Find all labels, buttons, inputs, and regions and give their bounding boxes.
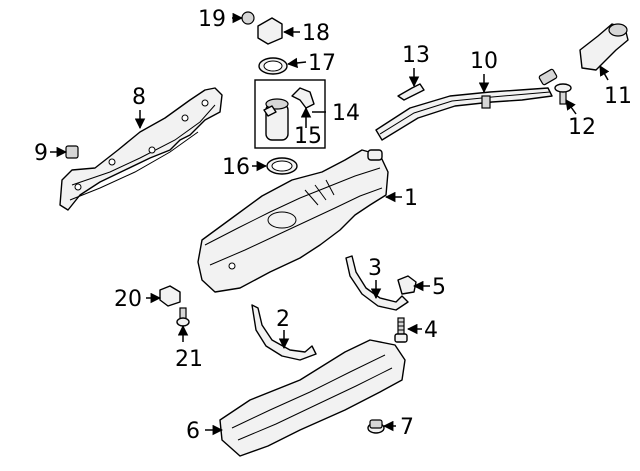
- callout-4: 4: [424, 318, 438, 343]
- nut-part: [397, 275, 417, 295]
- callout-labels: 1 2 3 4 5 6 7 8 9 10 11 12 13 14 15 16 1…: [34, 7, 632, 444]
- bolt-part-21: [176, 307, 190, 327]
- lock-ring-part: [258, 57, 288, 75]
- callout-17: 17: [308, 51, 336, 76]
- callout-7: 7: [400, 415, 414, 440]
- bolt-part: [394, 317, 408, 343]
- callout-6: 6: [186, 419, 200, 444]
- callout-19: 19: [198, 7, 226, 32]
- callout-11: 11: [604, 84, 632, 109]
- filler-neck-part: [579, 23, 629, 71]
- callout-13: 13: [402, 43, 430, 68]
- filler-pipe-part: [375, 68, 558, 141]
- callout-9: 9: [34, 141, 48, 166]
- callout-1: 1: [404, 186, 418, 211]
- callout-12: 12: [568, 115, 596, 140]
- skid-plate-part: [219, 339, 406, 457]
- clip-part: [65, 145, 79, 159]
- vent-hose-part: [397, 83, 425, 101]
- callout-21: 21: [175, 347, 203, 372]
- callout-18: 18: [302, 21, 330, 46]
- callout-2: 2: [276, 307, 290, 332]
- fuel-tank-part: [197, 149, 389, 293]
- heat-shield-part: [59, 87, 223, 211]
- tank-strap-front-part: [251, 304, 317, 361]
- nut-part-19: [241, 11, 255, 25]
- fuel-pump-module-part: [254, 79, 326, 149]
- callout-20: 20: [114, 287, 142, 312]
- screw-part: [554, 83, 572, 105]
- callout-14: 14: [332, 101, 360, 126]
- callout-15: 15: [294, 124, 322, 149]
- seal-ring-part: [266, 157, 298, 175]
- callout-3: 3: [368, 256, 382, 281]
- cap-part: [257, 17, 283, 45]
- bracket-part: [291, 87, 315, 109]
- callout-10: 10: [470, 49, 498, 74]
- leader-lines: [50, 12, 610, 436]
- mount-bracket-part: [159, 285, 181, 307]
- callout-16: 16: [222, 155, 250, 180]
- tank-strap-rear-part: [345, 255, 409, 311]
- nut-part-7: [367, 419, 385, 434]
- callout-5: 5: [432, 275, 446, 300]
- callout-8: 8: [132, 85, 146, 110]
